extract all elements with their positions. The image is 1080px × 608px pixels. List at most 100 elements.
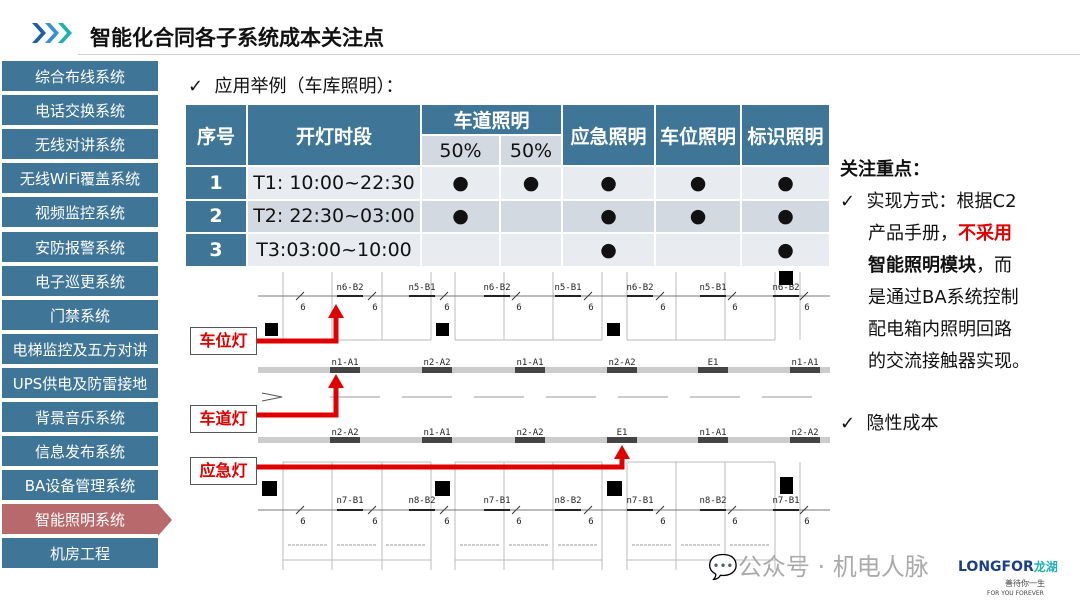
logo-slogan: 善待你一生 [1005,579,1045,588]
callout-parking-light: 车位灯 [190,327,257,355]
circuit-count: 6 [588,517,593,527]
circuit-label: n5-B1 [554,283,581,293]
circuit-label: n5-B1 [699,283,726,293]
circuit-count: 6 [516,517,521,527]
header-parking: 车位照明 [656,105,740,165]
callout-lane-light: 车道灯 [190,405,257,433]
circuit-count: 6 [660,517,665,527]
header-emergency: 应急照明 [563,105,654,165]
circuit-label: n2-A2 [608,358,635,368]
circuit-label: n7-B1 [626,496,653,506]
circuit-label: n6-B2 [626,283,653,293]
circuit-mark [367,291,377,301]
fixture-square [607,323,620,336]
row-period: T1: 10:00~22:30 [248,167,420,199]
circuit-count: 6 [516,303,521,313]
circuit-label: n1-A1 [331,358,358,368]
sidebar-item[interactable]: 无线WiFi覆盖系统 [2,163,158,196]
title-divider [78,54,1080,55]
sidebar-item[interactable]: 安防报警系统 [2,231,158,264]
luminaire [698,367,728,373]
circuit-label: n8-B2 [408,496,435,506]
row-no: 3 [186,234,246,266]
wechat-icon: 💬 [708,553,738,581]
cell-sign: ● [742,167,829,199]
luminaire [330,367,360,373]
cell-emergency: ● [563,167,654,199]
logo: LONGFOR龙湖 [958,559,1058,575]
circuit-label: n6-B2 [483,283,510,293]
circuit-label: n1-A1 [791,358,818,368]
header-sign: 标识照明 [742,105,829,165]
logo-slogan-en: FOR YOU FOREVER [987,590,1044,597]
cell-lane_b: ● [501,167,561,199]
red-pointer-arrow [257,316,339,344]
cell-emergency: ● [563,234,654,266]
luminaire [790,367,820,373]
luminaire [515,367,545,373]
circuit-label: n7-B1 [336,496,363,506]
sidebar-item[interactable]: 信息发布系统 [2,436,158,469]
circuit-mark [799,505,809,515]
luminaire [515,437,545,443]
callout-emergency-light: 应急灯 [190,457,257,485]
sidebar-item[interactable]: BA设备管理系统 [2,470,158,503]
header-period: 开灯时段 [248,105,420,165]
sidebar-item[interactable]: 视频监控系统 [2,197,158,230]
circuit-count: 6 [300,303,305,313]
cell-parking: ● [656,167,740,199]
cell-lane_a [422,234,499,266]
circuit-label: n1-A1 [699,428,726,438]
circuit-label: n8-B2 [699,496,726,506]
row-period: T3:03:00~10:00 [248,234,420,266]
sidebar-item[interactable]: 智能照明系统 [2,504,158,537]
circuit-count: 6 [804,303,809,313]
luminaire [330,437,360,443]
circuit-label: n1-A1 [516,358,543,368]
cell-emergency: ● [563,200,654,232]
fixture-square [436,323,449,336]
focus-item-2: ✓ 隐性成本 [840,413,939,434]
circuit-mark [439,291,449,301]
sidebar-item[interactable]: 门禁系统 [2,299,158,332]
focus-item-1: ✓ 实现方式：根据C2 产品手册，不采用 智能照明模块，而 是通过BA系统控制 … [840,191,1030,372]
circuit-mark [295,291,305,301]
red-pointer-arrow [257,386,339,418]
check-icon: ✓ [840,413,867,434]
sidebar-item[interactable]: 电话交换系统 [2,95,158,128]
fixture-square [262,481,277,496]
luminaire [607,367,637,373]
sidebar-item[interactable]: 电梯监控及五方对讲 [2,333,158,366]
circuit-label: n6-B2 [772,283,799,293]
luminaire [698,437,728,443]
cell-sign: ● [742,200,829,232]
cell-lane_a: ● [422,200,499,232]
row-no: 1 [186,167,246,199]
circuit-mark [727,291,737,301]
header-lane-a: 50% [422,136,499,165]
circuit-count: 6 [300,517,305,527]
circuit-count: 6 [804,517,809,527]
sidebar-item[interactable]: 机房工程 [2,538,158,571]
direction-arrow-icon [261,392,283,402]
cell-parking [656,234,740,266]
luminaire [422,367,452,373]
circuit-count: 6 [588,303,593,313]
sidebar-item[interactable]: UPS供电及防雷接地 [2,367,158,400]
luminaire [422,437,452,443]
sidebar-item[interactable]: 综合布线系统 [2,61,158,93]
circuit-mark [439,505,449,515]
circuit-mark [295,505,305,515]
circuit-count: 6 [444,303,449,313]
subtitle: ✓ 应用举例（车库照明）： [188,76,404,97]
sidebar-item[interactable]: 电子巡更系统 [2,265,158,298]
fixture-square [780,477,793,494]
circuit-label: n8-B2 [554,496,581,506]
circuit-mark [583,505,593,515]
sidebar-item[interactable]: 无线对讲系统 [2,129,158,162]
header-lane-b: 50% [501,136,561,165]
circuit-mark [511,505,521,515]
row-no: 2 [186,200,246,232]
fixture-square [779,271,793,285]
sidebar-item[interactable]: 背景音乐系统 [2,402,158,434]
